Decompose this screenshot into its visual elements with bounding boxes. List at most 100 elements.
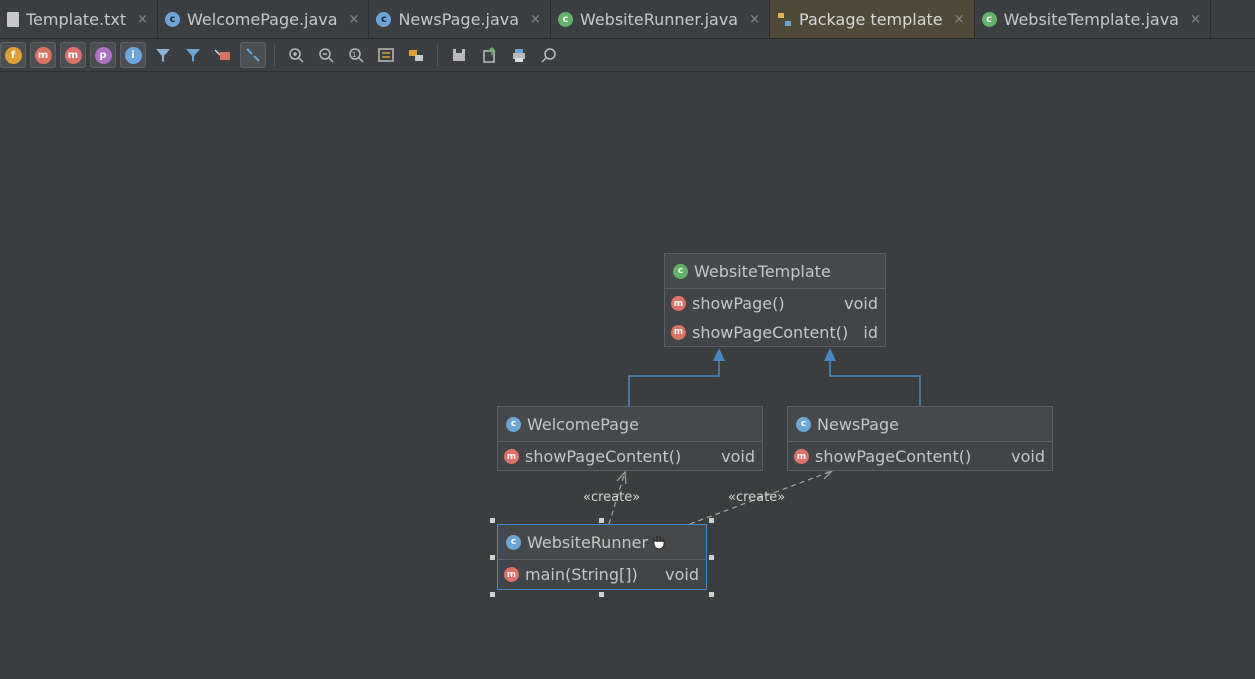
method-row[interactable]: m showPage() void [665, 289, 885, 318]
class-name: WebsiteTemplate [694, 261, 831, 281]
toolbar-separator [437, 44, 438, 66]
class-node-websiterunner[interactable]: c WebsiteRunner m main(String[]) void [497, 524, 707, 590]
filter-settings-icon [186, 49, 200, 62]
class-name: WelcomePage [527, 414, 639, 434]
class-node-header: c WelcomePage [498, 407, 762, 442]
method-name: showPageContent() [525, 447, 682, 466]
close-icon[interactable]: × [348, 11, 360, 27]
method-icon: m [671, 296, 686, 311]
abstract-class-icon: c [981, 11, 997, 27]
class-node-header: c NewsPage [788, 407, 1052, 442]
methods-toggle-button[interactable]: m [60, 42, 86, 68]
hand-cursor-icon [653, 536, 665, 550]
method-row[interactable]: m showPageContent() void [498, 442, 762, 471]
zoom-out-button[interactable] [313, 42, 339, 68]
inheritance-edge-newspage [829, 357, 921, 406]
apply-layout-button[interactable] [403, 42, 429, 68]
tab-newspage-java[interactable]: c NewsPage.java × [369, 0, 551, 38]
method-return-type: void [844, 294, 878, 313]
method-row[interactable]: m showPageContent() id [665, 318, 885, 346]
inheritance-arrowhead-newspage [824, 348, 836, 361]
close-icon[interactable]: × [1189, 11, 1201, 27]
close-icon[interactable]: × [137, 11, 149, 27]
tab-label: NewsPage.java [398, 9, 520, 29]
zoom-in-button[interactable] [283, 42, 309, 68]
tab-package-template[interactable]: Package template × [770, 0, 975, 38]
fit-content-toggle[interactable] [240, 42, 266, 68]
resize-handle[interactable] [709, 592, 714, 597]
class-node-welcomepage[interactable]: c WelcomePage m showPageContent() void [497, 406, 763, 471]
close-icon[interactable]: × [530, 11, 541, 27]
show-dependencies-button[interactable] [210, 42, 236, 68]
class-node-header: c WebsiteTemplate [665, 254, 885, 289]
inner-classes-toggle-button[interactable]: i [120, 42, 146, 68]
method-return-type: void [665, 565, 699, 584]
method-icon: m [504, 449, 519, 464]
class-node-websitetemplate[interactable]: c WebsiteTemplate m showPage() void m sh… [664, 253, 886, 347]
fit-content-button[interactable] [373, 42, 399, 68]
filter-settings-button[interactable] [180, 42, 206, 68]
export-file-button[interactable] [446, 42, 472, 68]
tab-websiterunner-java[interactable]: c WebsiteRunner.java × [550, 0, 771, 38]
toolbar-separator [274, 44, 275, 66]
constructors-toggle-button[interactable]: m [30, 42, 56, 68]
method-return-type: id [863, 322, 878, 342]
properties-toggle-button[interactable]: p [90, 42, 116, 68]
tab-label: WebsiteTemplate.java [1003, 9, 1179, 29]
resize-handle[interactable] [709, 555, 714, 560]
export-icon [483, 46, 496, 63]
resize-handle[interactable] [599, 518, 604, 523]
print-preview-button[interactable] [536, 42, 562, 68]
filter-button[interactable] [150, 42, 176, 68]
create-dependency-newspage [689, 470, 833, 525]
close-icon[interactable]: × [749, 11, 761, 27]
tab-websitetemplate-java[interactable]: c WebsiteTemplate.java × [974, 0, 1211, 38]
create-stereotype-label: «create» [728, 490, 786, 505]
diagram-toolbar: f m m p i 1 [0, 39, 1255, 72]
save-icon [453, 49, 465, 61]
resize-handle[interactable] [490, 518, 495, 523]
tab-welcomepage-java[interactable]: c WelcomePage.java × [158, 0, 370, 38]
class-icon: c [506, 416, 521, 432]
abstract-method-icon: m [671, 324, 686, 340]
method-name: main(String[]) [525, 565, 638, 584]
resize-handle[interactable] [490, 555, 495, 560]
class-name: NewsPage [817, 414, 899, 434]
resize-handle[interactable] [709, 518, 714, 523]
create-arrowhead-newspage [819, 469, 834, 480]
dependencies-icon [214, 49, 230, 60]
print-preview-icon [541, 48, 556, 63]
method-return-type: void [1011, 447, 1045, 466]
method-row[interactable]: m showPageContent() void [788, 442, 1052, 471]
class-node-newspage[interactable]: c NewsPage m showPageContent() void [787, 406, 1053, 471]
fields-toggle-button[interactable]: f [0, 42, 26, 68]
svg-text:1: 1 [352, 51, 356, 59]
inner-class-icon: i [124, 46, 142, 64]
inheritance-edge-welcomepage [628, 357, 720, 406]
print-button[interactable] [506, 42, 532, 68]
editor-tab-bar: Template.txt × c WelcomePage.java × c Ne… [0, 0, 1255, 39]
filter-icon [156, 49, 170, 62]
method-name: showPage() [692, 294, 785, 313]
export-button[interactable] [476, 42, 502, 68]
class-icon: c [557, 11, 573, 27]
resize-handle[interactable] [490, 592, 495, 597]
diagram-canvas[interactable]: «create» «create» c WebsiteTemplate m sh… [0, 72, 1255, 679]
resize-handle[interactable] [599, 592, 604, 597]
close-icon[interactable]: × [953, 11, 965, 27]
diagram-icon [777, 12, 792, 27]
tab-template-txt[interactable]: Template.txt × [0, 0, 159, 38]
inheritance-arrowhead-welcomepage [713, 348, 725, 361]
method-return-type: void [721, 447, 755, 466]
tab-label: Template.txt [26, 9, 127, 29]
create-stereotype-label: «create» [583, 490, 641, 505]
method-icon: m [504, 567, 519, 582]
field-icon: f [4, 46, 22, 64]
class-node-header: c WebsiteRunner [498, 525, 706, 560]
actual-size-button[interactable]: 1 [343, 42, 369, 68]
class-icon: c [796, 416, 811, 432]
constructor-icon: m [34, 46, 52, 64]
method-row[interactable]: m main(String[]) void [498, 560, 706, 589]
class-icon: c [165, 11, 181, 27]
actual-size-icon: 1 [349, 48, 364, 63]
